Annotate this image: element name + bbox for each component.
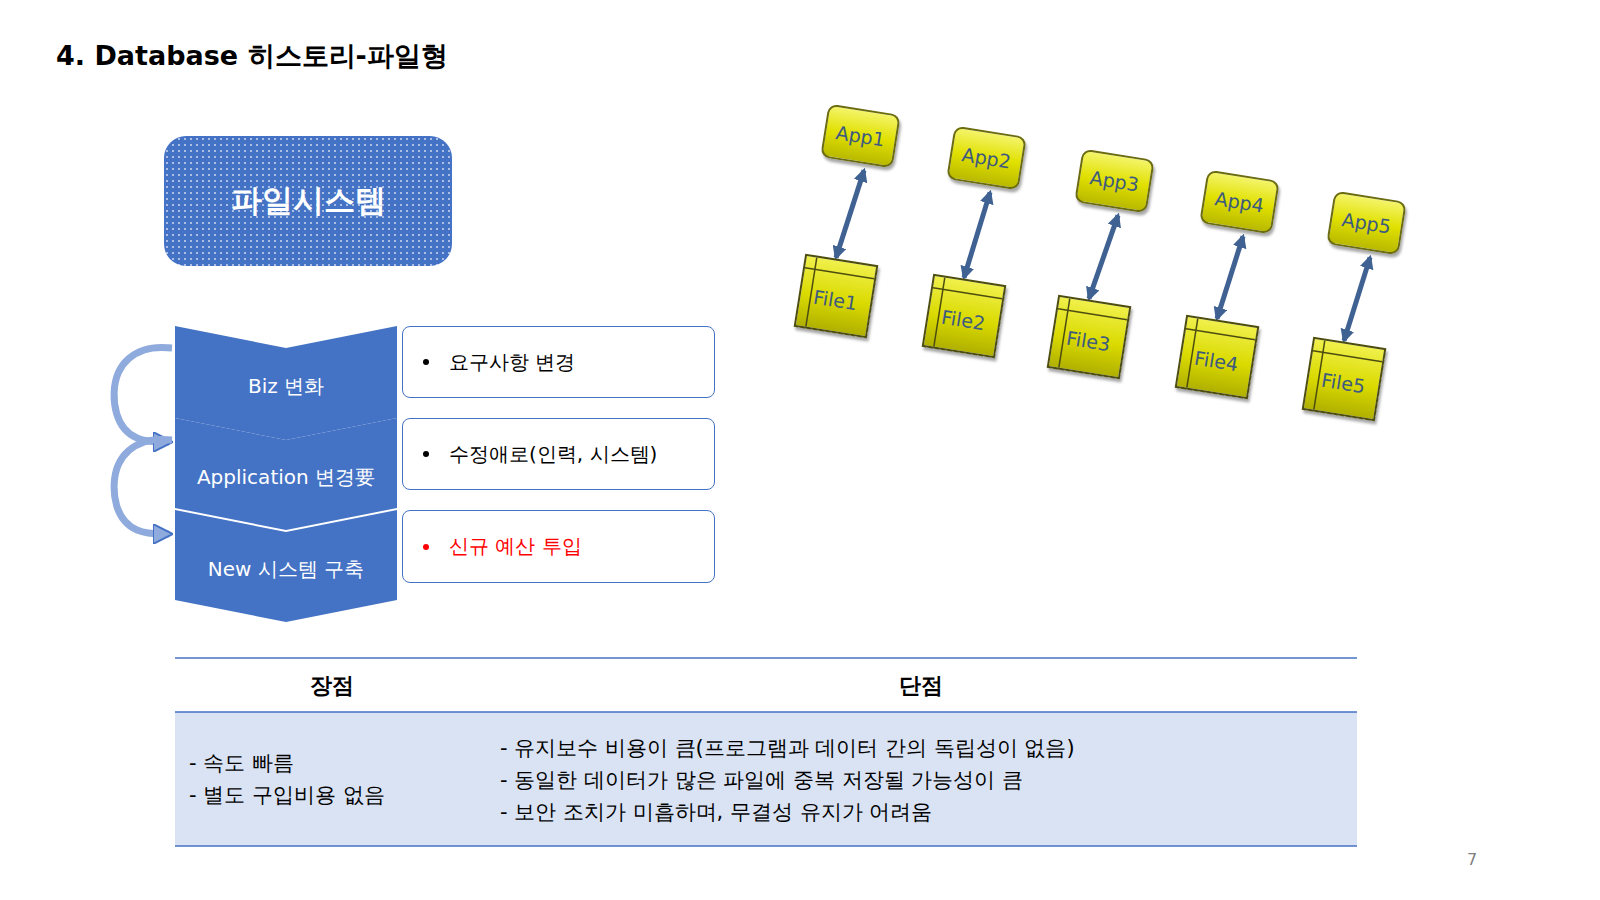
flow-curve-arrow [114,439,172,534]
node-label: App2 [960,143,1012,172]
node-label: Application 변경要 [197,464,375,491]
double-arrow [1089,215,1118,298]
slide-title: 4. Database 히스토리-파일형 [56,38,448,74]
bullet-box: 수정애로(인력, 시스템) [402,418,715,490]
file-cylinder: File4 [1175,315,1260,400]
table-band [175,712,1357,846]
node-label: File4 [1193,347,1240,376]
file-cylinder: File1 [794,254,879,339]
table-rule [175,657,1357,659]
chevron-step: Application 변경要 [175,418,397,530]
chevron-step: New 시스템 구축 [175,510,397,622]
chevron-fill [175,326,397,440]
chevron-fill [175,510,397,622]
double-arrow [964,192,990,277]
table-rule [175,845,1357,847]
page-number: 7 [1467,850,1477,869]
bullet-box: 신규 예산 투입 [402,510,715,583]
table-cell: - 별도 구입비용 없음 [189,781,385,809]
node-label: File1 [812,286,859,315]
file-cylinder: File2 [922,274,1007,359]
node-label: App5 [1340,208,1392,237]
table-cell: - 보안 조치가 미흡하며, 무결성 유지가 어려움 [500,798,932,826]
app-box: App4 [1199,170,1280,235]
table-cell: - 속도 빠름 [189,749,294,777]
chevron-step: Biz 변화 [175,326,397,440]
bullet-dot [423,451,429,457]
double-arrow [1344,257,1370,340]
file-cylinder: File5 [1302,337,1387,422]
node-label: 요구사항 변경 [449,349,575,376]
bullet-dot [423,359,429,365]
node-label: File2 [940,306,987,335]
node-label: App1 [834,121,886,150]
double-arrow [836,170,864,257]
app-box: App5 [1326,191,1407,256]
flow-curve-arrow [114,347,172,442]
app-box: App2 [946,126,1027,191]
node-label: 신규 예산 투입 [449,533,582,560]
node-label: 파일시스템 [231,180,386,222]
system-box: 파일시스템 [164,136,452,266]
table-cell: - 유지보수 비용이 큼(프로그램과 데이터 간의 독립성이 없음) [500,734,1075,762]
bullet-dot [423,544,429,550]
bullet-box: 요구사항 변경 [402,326,715,398]
double-arrow [1217,236,1243,318]
table-header: 장점 [310,671,354,701]
chevron-fill [175,418,397,530]
node-label: Biz 변화 [248,373,324,400]
app-box: App3 [1074,149,1155,214]
node-label: App4 [1213,187,1265,216]
table-rule [175,711,1357,713]
table-cell: - 동일한 데이터가 많은 파일에 중복 저장될 가능성이 큼 [500,766,1023,794]
app-box: App1 [820,104,901,169]
node-label: File3 [1065,327,1112,356]
node-label: File5 [1320,369,1367,398]
node-label: App3 [1088,166,1140,195]
node-label: New 시스템 구축 [208,556,364,583]
node-label: 수정애로(인력, 시스템) [449,441,657,468]
table-header: 단점 [899,671,943,701]
file-cylinder: File3 [1047,295,1132,380]
